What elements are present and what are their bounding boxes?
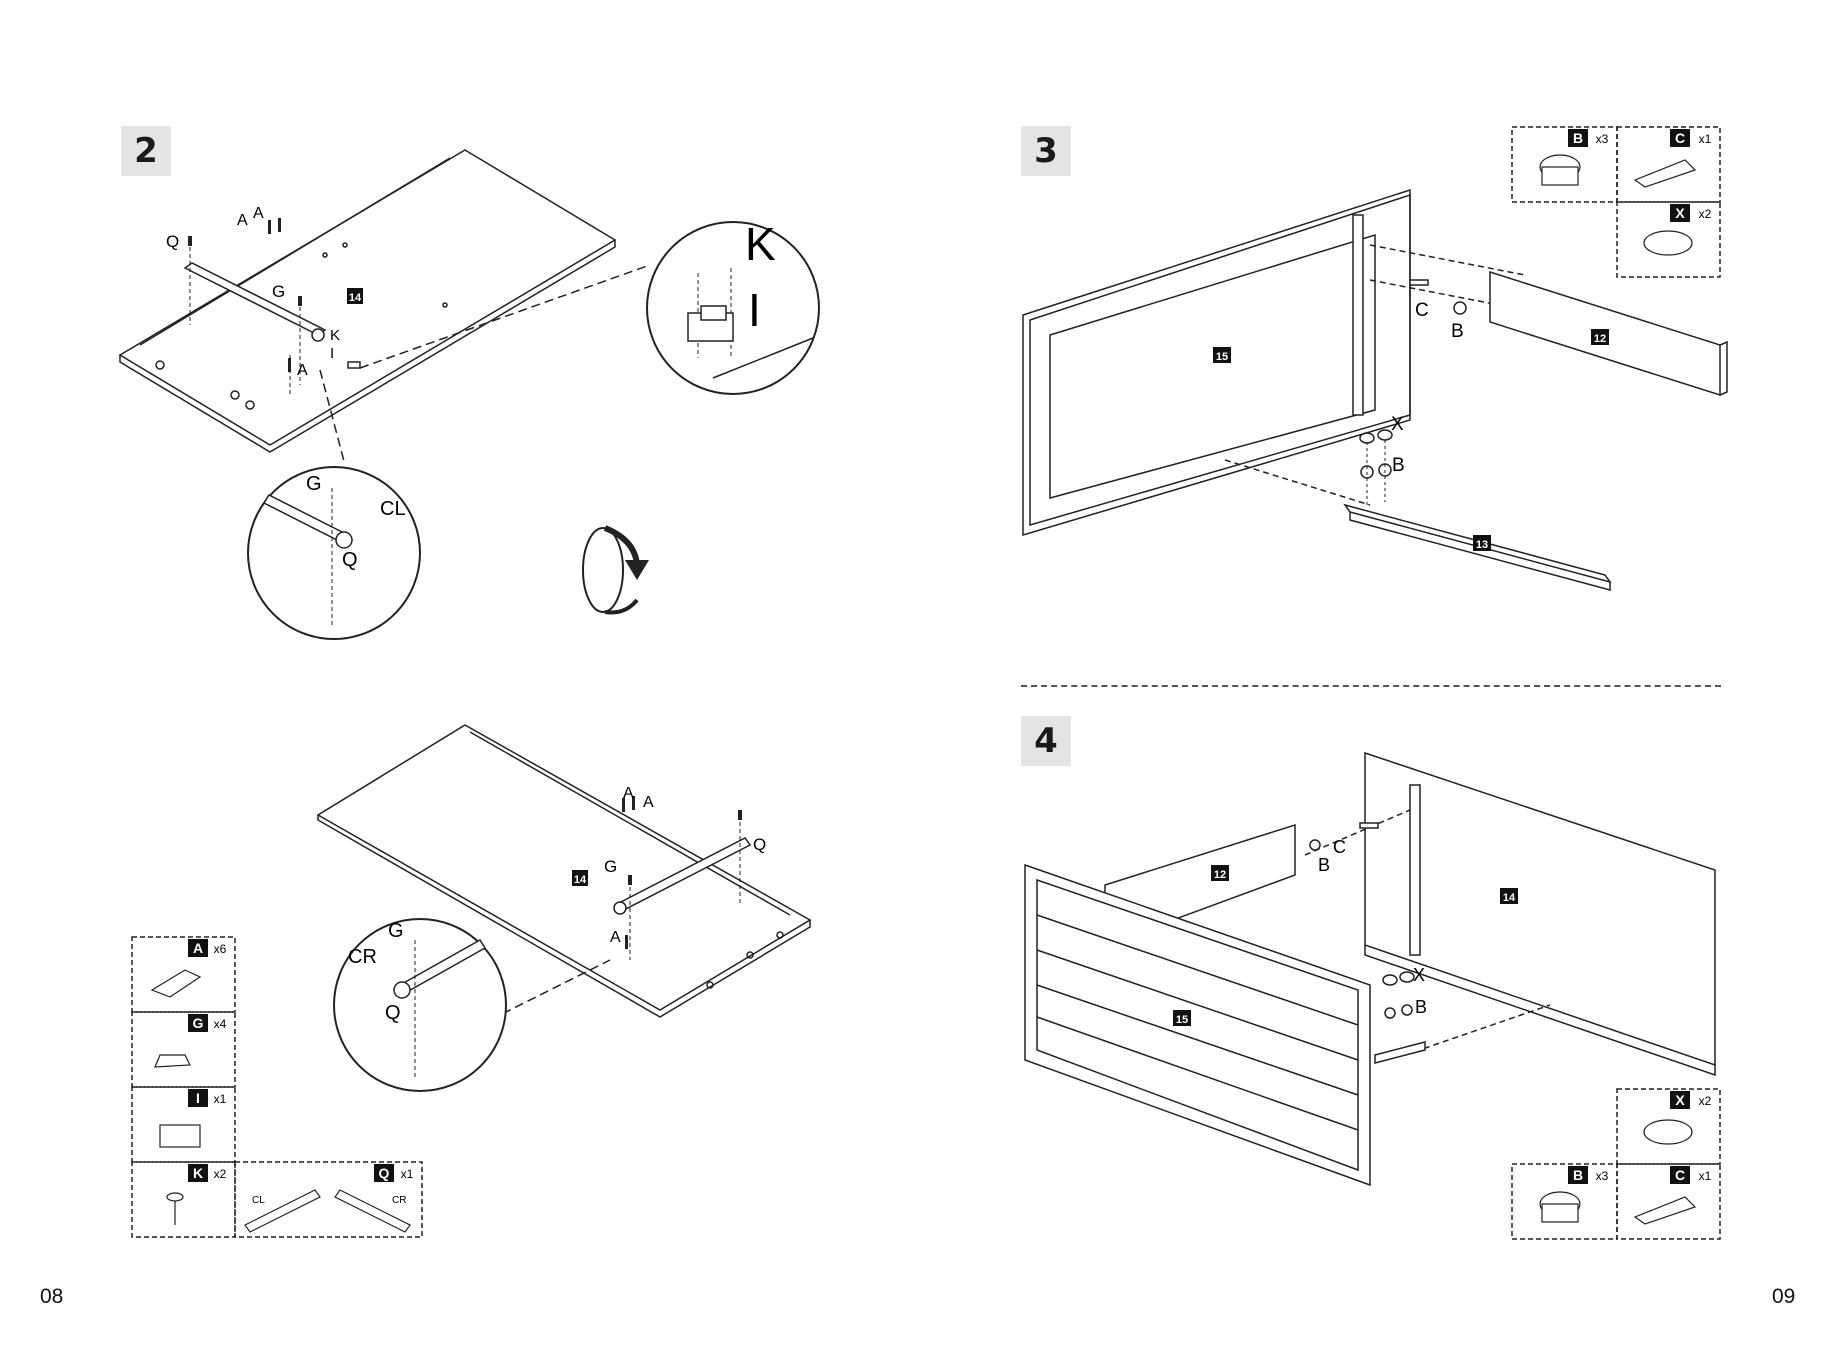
label-B-step3-bottom: B	[1392, 455, 1405, 476]
step-number-3: 3	[1021, 126, 1071, 176]
label-I-detail: I	[748, 284, 761, 336]
hardware-legend-step4: X x2 B x3 C x1	[1510, 1087, 1724, 1242]
hardware-legend-step2: A x6 G x4 I x1 K x2 Q x1 CL CR	[130, 935, 430, 1240]
label-A-1: A	[237, 212, 248, 229]
hardware-legend-step3: B x3 C x1 X x2	[1510, 125, 1724, 280]
legend4-qty-C: x1	[1699, 1169, 1712, 1183]
part-15-step4: 15	[1176, 1014, 1188, 1026]
legend4-qty-X: x2	[1699, 1094, 1712, 1108]
label-A-2: A	[253, 205, 264, 222]
legend-sub-CL: CL	[252, 1195, 265, 1206]
label-K-top: K	[330, 327, 340, 344]
legend4-code-C: C	[1675, 1167, 1685, 1183]
label-B-step3-top: B	[1451, 321, 1464, 342]
page-number-right: 09	[1772, 1285, 1795, 1309]
legend4-code-B: B	[1573, 1167, 1583, 1183]
legend-qty-G: x4	[214, 1017, 227, 1031]
label-Q-cl: Q	[342, 549, 358, 571]
legend3-code-C: C	[1675, 130, 1685, 146]
label-A-b1: A	[623, 785, 634, 802]
legend3-code-B: B	[1573, 130, 1583, 146]
label-G-bottom: G	[604, 857, 617, 876]
legend-qty-A: x6	[214, 942, 227, 956]
label-CL: CL	[380, 498, 406, 520]
label-X-step4: X	[1413, 965, 1425, 985]
label-A-b2: A	[643, 794, 654, 811]
detail-magnet-circle: K I	[643, 218, 823, 398]
part-15-step3: 15	[1216, 351, 1228, 363]
legend4-qty-B: x3	[1596, 1169, 1609, 1183]
label-Q-top: Q	[166, 232, 179, 251]
label-B-step4-top: B	[1318, 855, 1330, 875]
label-A-b3: A	[610, 929, 621, 946]
label-A-3: A	[297, 362, 308, 379]
legend3-qty-B: x3	[1596, 132, 1609, 146]
label-B-step4-bottom: B	[1415, 997, 1427, 1017]
step2-top-diagram: Q G A A A K I 14	[100, 140, 660, 460]
legend-code-A: A	[193, 940, 203, 956]
detail-runner-cl-circle: G CL Q	[244, 463, 424, 643]
legend-qty-I: x1	[214, 1092, 227, 1106]
legend-code-K: K	[193, 1165, 203, 1181]
label-C-step4: C	[1333, 837, 1346, 857]
legend-qty-Q: x1	[401, 1167, 414, 1181]
part-14-step4: 14	[1503, 892, 1516, 904]
part-13-step3: 13	[1476, 539, 1488, 551]
label-G-cl: G	[306, 473, 322, 495]
label-C-step3: C	[1415, 300, 1429, 321]
legend3-code-X: X	[1675, 205, 1685, 221]
label-Q-bottom: Q	[753, 835, 766, 854]
label-I-top: I	[330, 345, 334, 362]
page-number-left: 08	[40, 1285, 63, 1309]
legend-code-Q: Q	[379, 1165, 390, 1181]
label-K-detail: K	[745, 218, 776, 270]
part-12-step4: 12	[1214, 869, 1226, 881]
part-12-step3: 12	[1594, 333, 1606, 345]
legend3-qty-C: x1	[1699, 132, 1712, 146]
legend4-code-X: X	[1675, 1092, 1685, 1108]
legend3-qty-X: x2	[1699, 207, 1712, 221]
legend-sub-CR: CR	[392, 1195, 406, 1206]
legend-code-G: G	[193, 1015, 204, 1031]
label-G-top: G	[272, 282, 285, 301]
label-X-step3: X	[1391, 414, 1404, 435]
step-divider	[1021, 685, 1721, 687]
part-14-bottom: 14	[574, 874, 587, 886]
legend-code-I: I	[196, 1090, 200, 1106]
part-14-top: 14	[349, 292, 362, 304]
rotate-arrow-icon	[575, 520, 655, 620]
legend-qty-K: x2	[214, 1167, 227, 1181]
